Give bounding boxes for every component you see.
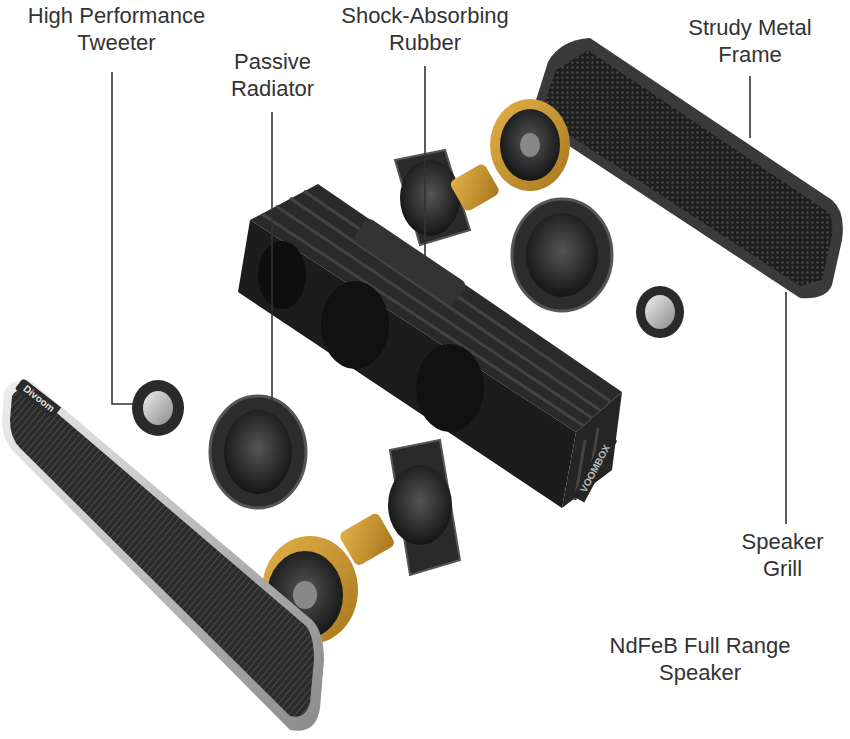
leader-lines — [112, 66, 786, 524]
label-anchor: NdFeB Full Range Speaker — [600, 632, 800, 686]
part-label: Strudy Metal Frame — [660, 14, 840, 68]
part-label: Shock-Absorbing Rubber — [330, 2, 520, 56]
label-anchor: Strudy Metal Frame — [660, 14, 840, 68]
label-anchor: Shock-Absorbing Rubber — [330, 2, 520, 56]
part-label: High Performance Tweeter — [4, 2, 229, 56]
part-label: NdFeB Full Range Speaker — [600, 632, 800, 686]
front-grill — [2, 378, 324, 730]
part-label: Speaker Grill — [720, 528, 845, 582]
part-label: Passive Radiator — [200, 48, 345, 102]
label-anchor: High Performance Tweeter — [4, 2, 229, 56]
label-anchor: Speaker Grill — [720, 528, 845, 582]
label-anchor: Passive Radiator — [200, 48, 345, 102]
